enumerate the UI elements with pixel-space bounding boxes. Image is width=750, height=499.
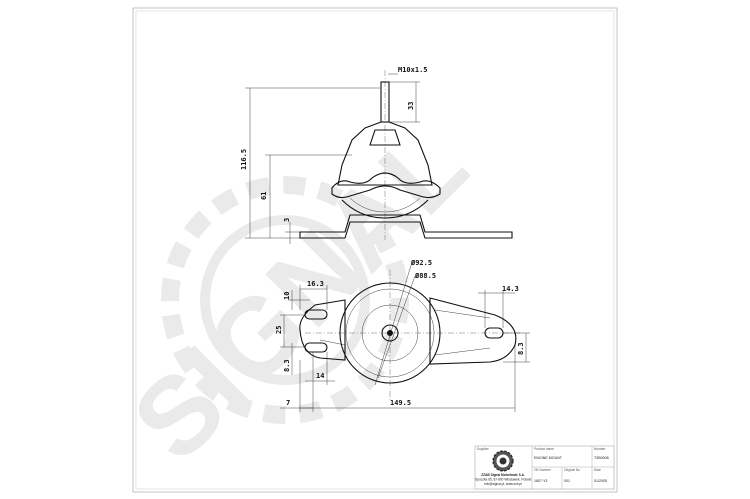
company-address: Opoczka 65, 87-800 Wloclawek, Poland <box>475 478 532 482</box>
original-no-label: Original No <box>564 468 580 472</box>
outer-diameter-label: Ø92.5 <box>410 259 432 267</box>
original-no-value: 001 <box>564 479 570 483</box>
date-value: 01/2005 <box>594 479 607 483</box>
cup-rubber <box>349 197 421 213</box>
right-hole-height-label: 8.3 <box>517 342 525 355</box>
left-mounting-tab <box>299 299 346 361</box>
title-block: Supplier Product name Number ENGINE MOUN… <box>475 445 615 490</box>
flange-thickness-label: 3 <box>283 218 291 222</box>
oe-number-value: 1807.Y3 <box>534 479 547 483</box>
right-offset-label: 14.3 <box>502 285 519 293</box>
flange <box>299 214 513 239</box>
left-lower-slot <box>304 342 328 353</box>
body-height-label: 61 <box>260 192 268 200</box>
company-name: ZZ&B Signal Motortrade S.A. <box>481 473 525 477</box>
inner-diameter-leader <box>377 275 416 379</box>
supplier-label: Supplier <box>477 447 490 451</box>
outer-diameter-leader <box>374 261 413 386</box>
overall-length-label: 149.5 <box>390 399 411 407</box>
left-upper-slot <box>304 309 328 320</box>
inner-diameter-label: Ø88.5 <box>414 272 436 280</box>
inner-insert <box>369 129 401 146</box>
left-offset-label: 16.3 <box>307 280 324 288</box>
sheet-inner-border <box>135 10 615 490</box>
number-label: Number <box>594 447 606 451</box>
stud-height-label: 33 <box>407 102 415 110</box>
metal-cup <box>331 172 441 199</box>
left-slot-label: 14 <box>316 372 324 380</box>
sheet-border <box>132 7 618 493</box>
side-view: 116.5 61 3 33 M10x1.5 <box>240 66 513 244</box>
left-lower-label: 8.3 <box>283 359 291 372</box>
number-value: T3B0008 <box>594 456 609 460</box>
left-hole-height-label: 25 <box>275 326 283 334</box>
flange-left-label: 7 <box>286 399 290 407</box>
cup-bottom <box>341 199 429 219</box>
company-contact: info@signal.pl, www.zzb.pl <box>484 482 522 486</box>
left-top-label: 10 <box>283 292 291 300</box>
product-name-label: Product name <box>534 447 554 451</box>
thread-label: M10x1.5 <box>398 66 428 74</box>
product-name-value: ENGINE MOUNT <box>534 456 563 460</box>
date-label: Date <box>594 468 601 472</box>
company-logo-icon <box>492 450 514 472</box>
rubber-body <box>337 121 433 186</box>
top-view: Ø92.5 Ø88.5 16.3 10 25 8.3 14 14.3 8 <box>275 259 530 412</box>
oe-number-label: OE Number <box>534 468 552 472</box>
overall-height-label: 116.5 <box>240 149 248 170</box>
